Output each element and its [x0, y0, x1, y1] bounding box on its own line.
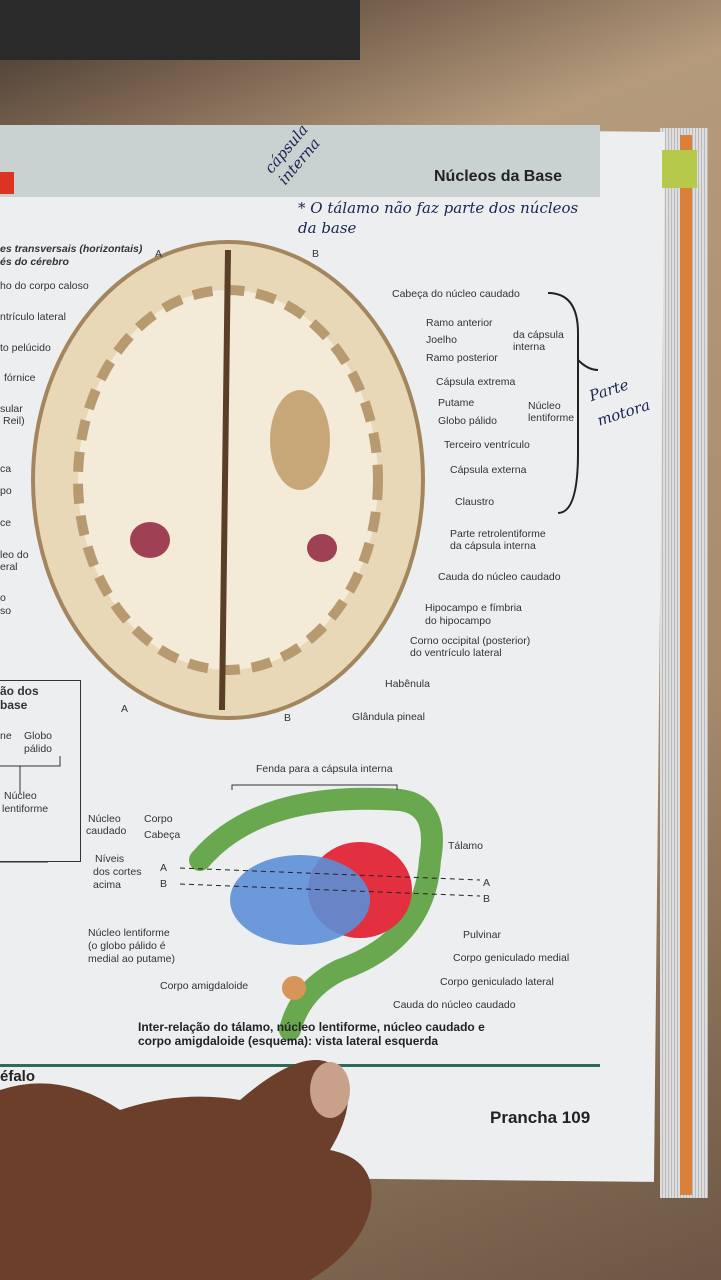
- label-cabeca-schema: Cabeça: [144, 829, 181, 841]
- left-label: o: [0, 592, 6, 604]
- label-claustro: Claustro: [455, 496, 495, 508]
- box-globo: Globo: [24, 730, 53, 742]
- box-ne: ne: [0, 730, 12, 742]
- left-label: po: [0, 485, 12, 497]
- label-gen-lateral: Corpo geniculado lateral: [440, 976, 554, 988]
- figure-caption: Inter-relação do tálamo, núcleo lentifor…: [138, 1020, 485, 1048]
- page-tab: [662, 150, 697, 188]
- left-label: leo do: [0, 549, 29, 561]
- label-ramo-posterior: Ramo posterior: [426, 352, 498, 364]
- level-a: A: [160, 862, 168, 874]
- page-edge-stripe: [680, 135, 692, 1195]
- marker-b-top: B: [312, 248, 320, 260]
- caudate-nucleus: [189, 787, 443, 1041]
- label-niveis: dos cortes: [93, 866, 142, 878]
- label-corpo: Corpo: [144, 813, 173, 825]
- box-title: ão dos: [0, 684, 39, 698]
- left-label: eral: [0, 561, 18, 573]
- fenda-bracket: [231, 784, 398, 790]
- label-corno: Corno occipital (posterior): [410, 635, 531, 647]
- label-caudado: caudado: [86, 825, 127, 837]
- other-book: [0, 0, 360, 60]
- left-label: sular: [0, 403, 23, 415]
- label-fenda: Fenda para a cápsula interna: [256, 763, 393, 775]
- label-lentiforme-group: lentiforme: [528, 412, 575, 424]
- label-cauda-schema: Cauda do núcleo caudado: [393, 999, 516, 1011]
- label-corno: do ventrículo lateral: [410, 647, 502, 659]
- left-label: ho do corpo caloso: [0, 280, 89, 292]
- section-title-1: es transversais (horizontais): [0, 243, 143, 255]
- handwritten-note: * O tálamo não faz parte dos núcleos da …: [298, 199, 579, 237]
- page-title: Núcleos da Base: [434, 168, 563, 185]
- marker-b-bottom: B: [284, 712, 292, 724]
- box-nucleo: lentiforme: [2, 803, 49, 815]
- label-globo: Globo pálido: [438, 415, 497, 427]
- label-putame: Putame: [438, 397, 475, 409]
- label-hipocampo: do hipocampo: [425, 615, 491, 627]
- label-lentiforme: Núcleo lentiforme: [88, 927, 170, 939]
- marker-a-bottom: A: [121, 703, 129, 715]
- handwritten-brace: [547, 292, 599, 514]
- label-hipocampo: Hipocampo e fímbria: [425, 602, 522, 614]
- left-label: fórnice: [4, 372, 36, 384]
- label-externa: Cápsula externa: [450, 464, 527, 476]
- label-lentiforme: (o globo pálido é: [88, 940, 166, 952]
- label-joelho: Joelho: [426, 334, 457, 346]
- label-terceiro: Terceiro ventrículo: [444, 439, 530, 451]
- label-capsula-group: da cápsula: [513, 329, 564, 341]
- label-niveis: Níveis: [95, 853, 125, 865]
- label-caudado: Núcleo: [88, 813, 121, 825]
- label-talamo: Tálamo: [448, 840, 484, 852]
- label-retro: da cápsula interna: [450, 540, 536, 552]
- plate-number: Prancha 109: [490, 1108, 591, 1127]
- label-ramo-anterior: Ramo anterior: [426, 317, 493, 329]
- label-pulvinar: Pulvinar: [463, 929, 501, 941]
- level-b-right: B: [483, 893, 491, 905]
- label-habenula: Habênula: [385, 678, 430, 690]
- marker-a-top: A: [155, 248, 163, 260]
- label-capsula-extrema: Cápsula extrema: [436, 376, 516, 388]
- label-gen-medial: Corpo geniculado medial: [453, 952, 570, 964]
- label-lentiforme: medial ao putame): [88, 953, 175, 965]
- box-title: base: [0, 698, 28, 712]
- level-b: B: [160, 878, 168, 890]
- left-label: ntrículo lateral: [0, 311, 66, 323]
- lentiform-nucleus: [230, 855, 370, 945]
- header-band: [0, 125, 600, 197]
- box-globo: pálido: [24, 743, 53, 755]
- amygdala: [282, 976, 306, 1000]
- left-label: Reil): [3, 415, 25, 427]
- label-niveis: acima: [93, 879, 122, 891]
- label-cauda: Cauda do núcleo caudado: [438, 571, 561, 583]
- label-pineal: Glândula pineal: [352, 711, 425, 723]
- label-cabeca: Cabeça do núcleo caudado: [392, 288, 520, 300]
- footer-section: éfalo: [0, 1068, 36, 1085]
- brain-section: [31, 240, 425, 720]
- box-nucleo: Núcleo: [4, 790, 37, 802]
- left-label: to pelúcido: [0, 342, 51, 354]
- left-label: ce: [0, 517, 12, 529]
- left-label: so: [0, 605, 12, 617]
- section-title-2: és do cérebro: [0, 256, 69, 268]
- left-label: ca: [0, 463, 12, 475]
- red-marker: [0, 172, 14, 194]
- label-capsula-group: interna: [513, 341, 546, 353]
- level-a-right: A: [483, 877, 491, 889]
- label-lentiforme-group: Núcleo: [528, 400, 561, 412]
- hand-photo: [0, 1060, 372, 1280]
- label-retro: Parte retrolentiforme: [450, 528, 546, 540]
- label-amigdaloide: Corpo amigdaloide: [160, 980, 249, 992]
- box-diagram: [0, 680, 81, 862]
